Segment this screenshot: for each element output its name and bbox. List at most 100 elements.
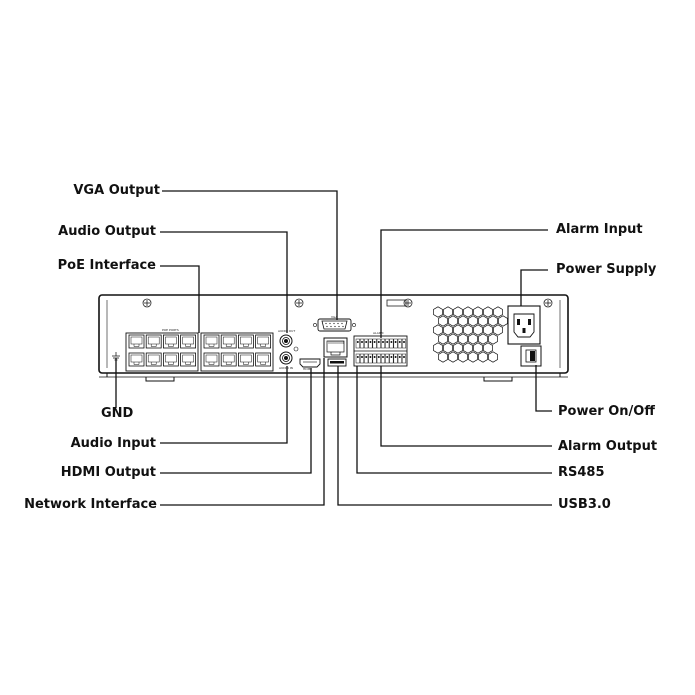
leader-lines [115, 190, 552, 506]
fan-hole [438, 315, 448, 327]
poe-rj45-port [128, 352, 145, 367]
alarm-terminal [376, 338, 381, 349]
alarm-terminal [355, 338, 360, 349]
fan-hole [468, 333, 478, 345]
alarm-terminal [385, 338, 390, 349]
fan-hole [488, 351, 498, 363]
alarm-terminal [372, 338, 377, 349]
fan-hole [488, 315, 498, 327]
network-rj45-port [323, 337, 348, 358]
poe-rj45-port [220, 352, 237, 367]
fan-hole [473, 324, 483, 336]
fan-hole [483, 342, 493, 354]
fan-hole [448, 351, 458, 363]
alarm-terminal [359, 353, 365, 364]
alarm-terminal [355, 353, 360, 364]
poe-rj45-port [180, 352, 197, 367]
fan-hole [438, 351, 448, 363]
alarm-terminal [389, 338, 394, 349]
poe-rj45-port [255, 334, 272, 349]
alarm-terminal [389, 353, 394, 364]
alarm-terminal [397, 338, 402, 349]
poe-rj45-port [162, 352, 179, 367]
fan-hole [433, 306, 443, 318]
poe-port-block [125, 332, 274, 372]
fan-hole [448, 315, 458, 327]
audio-in-panel-text: AUDIO IN [279, 366, 293, 370]
fan-hole [453, 324, 463, 336]
hdmi-port [299, 358, 321, 368]
fan-hole [438, 333, 448, 345]
alarm-terminal [401, 353, 407, 364]
usb3-port [327, 358, 347, 367]
label-rs485: RS485 [558, 465, 605, 480]
label-audio-output: Audio Output [58, 224, 156, 239]
fan-hole [433, 324, 443, 336]
fan-hole [483, 306, 493, 318]
fan-hole [493, 324, 503, 336]
fan-hole [498, 315, 508, 327]
power-socket [507, 305, 541, 345]
fan-hole [478, 315, 488, 327]
fan-hole [478, 333, 488, 345]
fan-hole [463, 306, 473, 318]
fan-hole [493, 306, 503, 318]
label-audio-input: Audio Input [70, 436, 156, 451]
alarm-terminal [364, 353, 369, 364]
fan-hole [443, 324, 453, 336]
fan-hole [443, 306, 453, 318]
poe-rj45-port [128, 334, 145, 349]
chassis [98, 294, 569, 382]
power-switch [520, 345, 542, 367]
alarm-terminal [359, 338, 365, 349]
fan-hole [443, 342, 453, 354]
vga-connector [313, 318, 356, 332]
alarm-terminal [380, 353, 386, 364]
fan-hole [453, 306, 463, 318]
poe-rj45-port [237, 352, 254, 367]
alarm-terminal [385, 353, 390, 364]
poe-rj45-port [203, 352, 220, 367]
audio-in-jack [279, 351, 293, 365]
alarm-terminal [364, 338, 369, 349]
fan-hole [478, 351, 488, 363]
label-alarm-input: Alarm Input [556, 222, 643, 237]
poe-rj45-port [145, 334, 162, 349]
fan-grille [433, 306, 508, 363]
fan-hole [458, 315, 468, 327]
fan-hole [463, 342, 473, 354]
alarm-terminal [397, 353, 402, 364]
alarm-terminal [372, 353, 377, 364]
alarm-terminal [368, 338, 373, 349]
alarm-terminal-block [353, 335, 408, 367]
alarm-terminal [380, 338, 386, 349]
poe-rj45-port [203, 334, 220, 349]
poe-rj45-port [220, 334, 237, 349]
hdmi-panel-text: HDMI [303, 367, 311, 371]
label-alarm-output: Alarm Output [558, 439, 658, 454]
label-hdmi-output: HDMI Output [60, 465, 156, 480]
vga-panel-text: VGA [331, 315, 338, 319]
alarm-terminal [368, 353, 373, 364]
label-power-supply: Power Supply [556, 262, 657, 277]
fan-hole [433, 342, 443, 354]
fan-hole [468, 315, 478, 327]
label-slot [386, 299, 407, 307]
poe-rj45-port [255, 352, 272, 367]
fan-hole [453, 342, 463, 354]
alarm-terminal [376, 353, 381, 364]
label-gnd: GND [101, 406, 134, 421]
fan-hole [458, 351, 468, 363]
label-usb3: USB3.0 [558, 497, 611, 512]
label-network-interface: Network Interface [24, 497, 157, 512]
fan-hole [458, 333, 468, 345]
alarm-panel-text: ALARM [373, 331, 384, 335]
label-vga-output: VGA Output [73, 183, 160, 198]
poe-rj45-port [180, 334, 197, 349]
label-power-on-off: Power On/Off [558, 404, 655, 419]
label-poe-interface: PoE Interface [57, 258, 156, 273]
poe-rj45-port [237, 334, 254, 349]
poe-rj45-port [145, 352, 162, 367]
